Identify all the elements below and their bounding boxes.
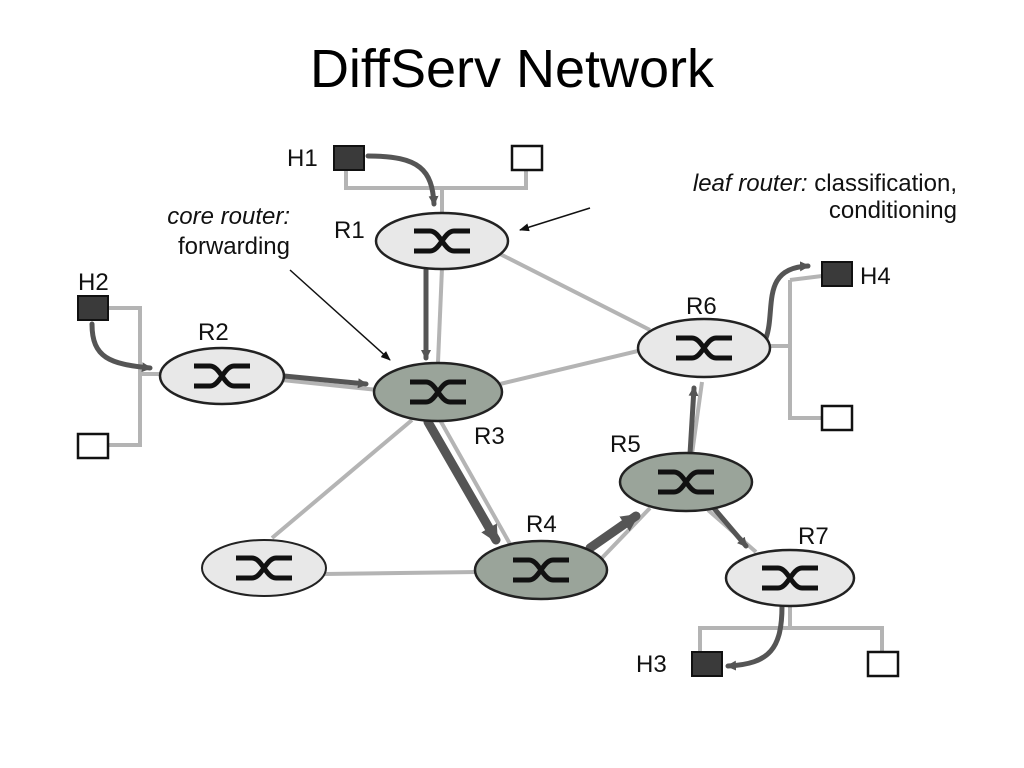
flow-arrows	[89, 153, 811, 671]
router-label-r5: R5	[610, 431, 641, 458]
router-label-r2: R2	[198, 319, 229, 346]
router-label-r4: R4	[526, 511, 557, 538]
host-h1	[333, 145, 365, 171]
link-host-r1	[442, 168, 528, 190]
router-r4	[473, 539, 609, 601]
core-router-annotation: core router:	[167, 203, 290, 230]
flow-r4-r5	[585, 511, 641, 553]
leaf-router-annotation: leaf router: classification,	[693, 170, 957, 197]
flow-r7-h3	[725, 603, 785, 671]
host-label-h1: H1	[287, 145, 318, 172]
flow-r5-r6	[687, 385, 699, 457]
router-label-r6: R6	[686, 293, 717, 320]
link-r2-r3	[281, 378, 379, 392]
router-r3	[372, 361, 504, 423]
link-r3-r4	[438, 419, 512, 545]
flow-r5-r7	[709, 503, 749, 549]
host-right-mid	[820, 404, 854, 432]
host-left-bottom	[76, 432, 110, 460]
router-r7	[724, 548, 856, 608]
core-callout-arrow	[289, 269, 391, 361]
leaf-router-rest: classification,	[808, 170, 957, 197]
router-label-r1: R1	[334, 217, 365, 244]
leaf-callout-arrow	[519, 207, 591, 232]
router-r5	[618, 451, 754, 513]
link-h2-r2	[92, 306, 142, 447]
link-r5-r6	[690, 381, 704, 455]
router-r2	[158, 346, 286, 406]
host-h3	[691, 651, 723, 677]
link-leaf-r4	[323, 570, 479, 576]
host-label-h4: H4	[860, 263, 891, 290]
link-r3-r6	[499, 348, 643, 386]
flow-r2-r3	[281, 373, 369, 389]
link-r1-r3	[436, 267, 444, 363]
slide-title: DiffServ Network	[309, 39, 715, 99]
callout-arrows	[289, 207, 591, 361]
link-bus-h4	[788, 280, 822, 420]
router-label-r7: R7	[798, 523, 829, 550]
core-router-annotation-line2: forwarding	[178, 233, 290, 260]
link-r4-r5	[598, 506, 652, 562]
leaf-router-italic: leaf router:	[693, 170, 808, 197]
link-r1-r6	[499, 252, 651, 332]
flow-h2-r2	[89, 321, 153, 373]
link-r3-leaf	[270, 418, 414, 540]
link-h3-bus	[698, 626, 884, 664]
host-bottom-right	[866, 650, 900, 678]
host-h4	[821, 261, 853, 287]
host-label-h3: H3	[636, 651, 667, 678]
host-label-h2: H2	[78, 269, 109, 296]
link-bus-h4b	[789, 274, 823, 282]
leaf-router-annotation-line2: conditioning	[829, 197, 957, 224]
router-r6	[636, 317, 772, 379]
router-leaf-unlabeled	[201, 539, 327, 597]
flow-h1-r1	[365, 153, 439, 207]
router-r1	[374, 211, 510, 271]
links	[92, 158, 884, 664]
host-h2	[77, 295, 109, 321]
flow-r3-r4	[423, 417, 501, 545]
flow-r6-h4	[763, 261, 811, 341]
router-label-r3: R3	[474, 423, 505, 450]
link-h1-r1	[344, 158, 444, 214]
host-top-right	[510, 144, 544, 172]
